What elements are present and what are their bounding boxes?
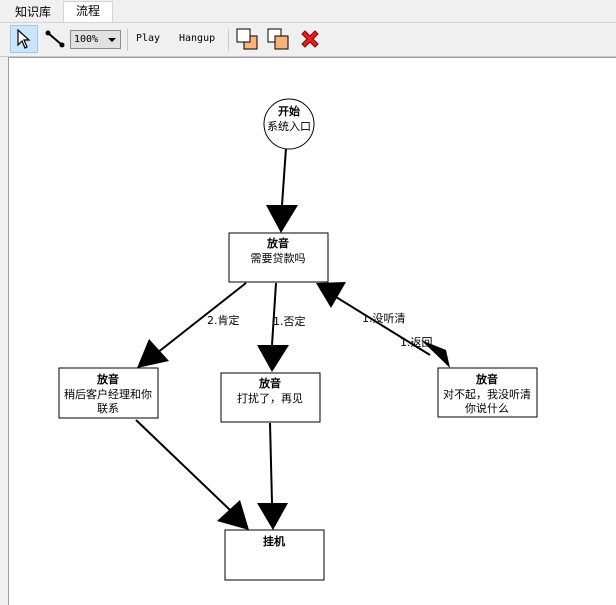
- edge-label-unclear: 1.没听清: [362, 312, 406, 325]
- node-sorry[interactable]: 放音 对不起，我没听清 你说什么: [437, 367, 538, 418]
- delete-button[interactable]: [296, 25, 324, 53]
- node-sorry-text1: 对不起，我没听清: [443, 387, 531, 401]
- edge-label-no: 1.否定: [273, 314, 306, 328]
- node-ask-title: 放音: [266, 236, 289, 250]
- node-bye-title: 放音: [258, 376, 281, 390]
- flow-canvas[interactable]: 2.肯定 1.否定 1.没听清 1.返回 开始 系统入口 放音 需要贷款吗 放音…: [8, 57, 616, 605]
- play-button[interactable]: Play: [136, 33, 161, 44]
- toolbar-divider: [127, 29, 128, 51]
- node-bye-text: 打扰了，再见: [237, 391, 303, 405]
- tab-bar: 知识库 流程: [0, 0, 616, 23]
- connector-tool-button[interactable]: [41, 25, 69, 53]
- node-goodbye[interactable]: 放音 打扰了，再见: [220, 372, 321, 423]
- zoom-value: 100%: [74, 34, 99, 45]
- node-hangup[interactable]: 挂机: [224, 529, 325, 581]
- node-later-title: 放音: [96, 372, 119, 386]
- tab-knowledge-base[interactable]: 知识库: [4, 2, 62, 21]
- cursor-arrow-icon: [17, 29, 31, 49]
- edge-ask-to-bye[interactable]: [257, 282, 289, 372]
- node-contact-later[interactable]: 放音 稍后客户经理和你 联系: [58, 367, 159, 419]
- tab-flow[interactable]: 流程: [63, 1, 113, 22]
- node-ask-text: 需要贷款吗: [251, 251, 306, 265]
- delete-x-icon: [301, 30, 319, 48]
- edge-start-to-ask[interactable]: [266, 147, 298, 233]
- bring-to-front-button[interactable]: [233, 25, 261, 53]
- hangup-button[interactable]: Hangup: [179, 33, 216, 44]
- send-to-back-button[interactable]: [264, 25, 292, 53]
- edge-label-back: 1.返回: [400, 336, 433, 349]
- node-sorry-title: 放音: [475, 372, 498, 386]
- zoom-select[interactable]: 100%: [70, 30, 121, 49]
- edge-ask-to-later[interactable]: [137, 282, 247, 368]
- node-later-text1: 稍后客户经理和你: [64, 387, 152, 401]
- node-start-text: 系统入口: [267, 120, 311, 133]
- send-to-back-icon: [267, 28, 289, 50]
- node-ask-loan[interactable]: 放音 需要贷款吗: [228, 232, 329, 283]
- select-tool-button[interactable]: [10, 25, 38, 53]
- edge-label-yes: 2.肯定: [207, 313, 240, 327]
- node-hangup-title: 挂机: [263, 534, 285, 548]
- node-start[interactable]: 开始 系统入口: [263, 98, 315, 150]
- chevron-down-icon: [108, 38, 116, 42]
- bring-to-front-icon: [236, 28, 258, 50]
- edge-ask-to-sorry[interactable]: [316, 282, 450, 368]
- node-later-text2: 联系: [97, 402, 119, 415]
- node-start-title: 开始: [278, 104, 300, 118]
- edge-later-to-hangup[interactable]: [135, 419, 249, 530]
- node-sorry-text2: 你说什么: [465, 401, 509, 415]
- connector-line-icon: [45, 30, 65, 48]
- toolbar-divider: [228, 29, 229, 51]
- edge-bye-to-hangup[interactable]: [257, 422, 288, 530]
- toolbar: 100% Play Hangup: [0, 23, 616, 57]
